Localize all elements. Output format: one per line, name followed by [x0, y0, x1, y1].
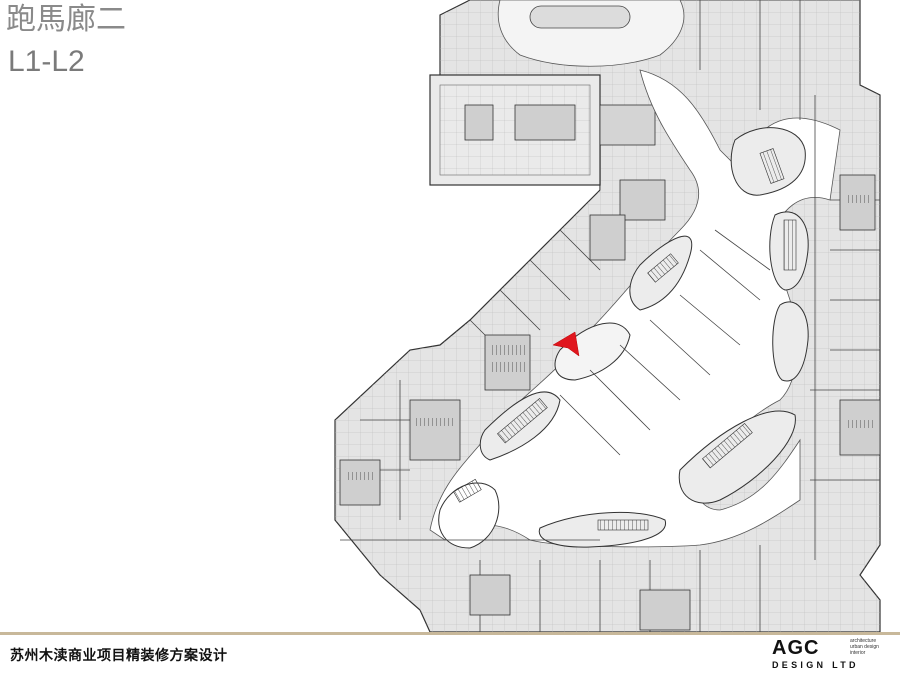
project-name: 苏州木渎商业项目精装修方案设计	[10, 648, 228, 664]
footer-divider	[0, 632, 900, 635]
atrium-voids	[438, 127, 809, 549]
red-location-arrow-icon	[552, 331, 580, 357]
page-subtitle: L1-L2	[8, 45, 85, 78]
logo-brand: AGC	[772, 637, 820, 659]
company-logo: AGC architecture urban design interior D…	[772, 637, 892, 673]
page-title: 跑馬廊二	[6, 2, 126, 37]
floor-plan	[334, 0, 881, 632]
logo-company: DESIGN LTD	[772, 660, 859, 670]
office-block	[429, 74, 656, 186]
core-escalators	[345, 195, 875, 480]
logo-tagline: architecture urban design interior	[850, 638, 879, 656]
